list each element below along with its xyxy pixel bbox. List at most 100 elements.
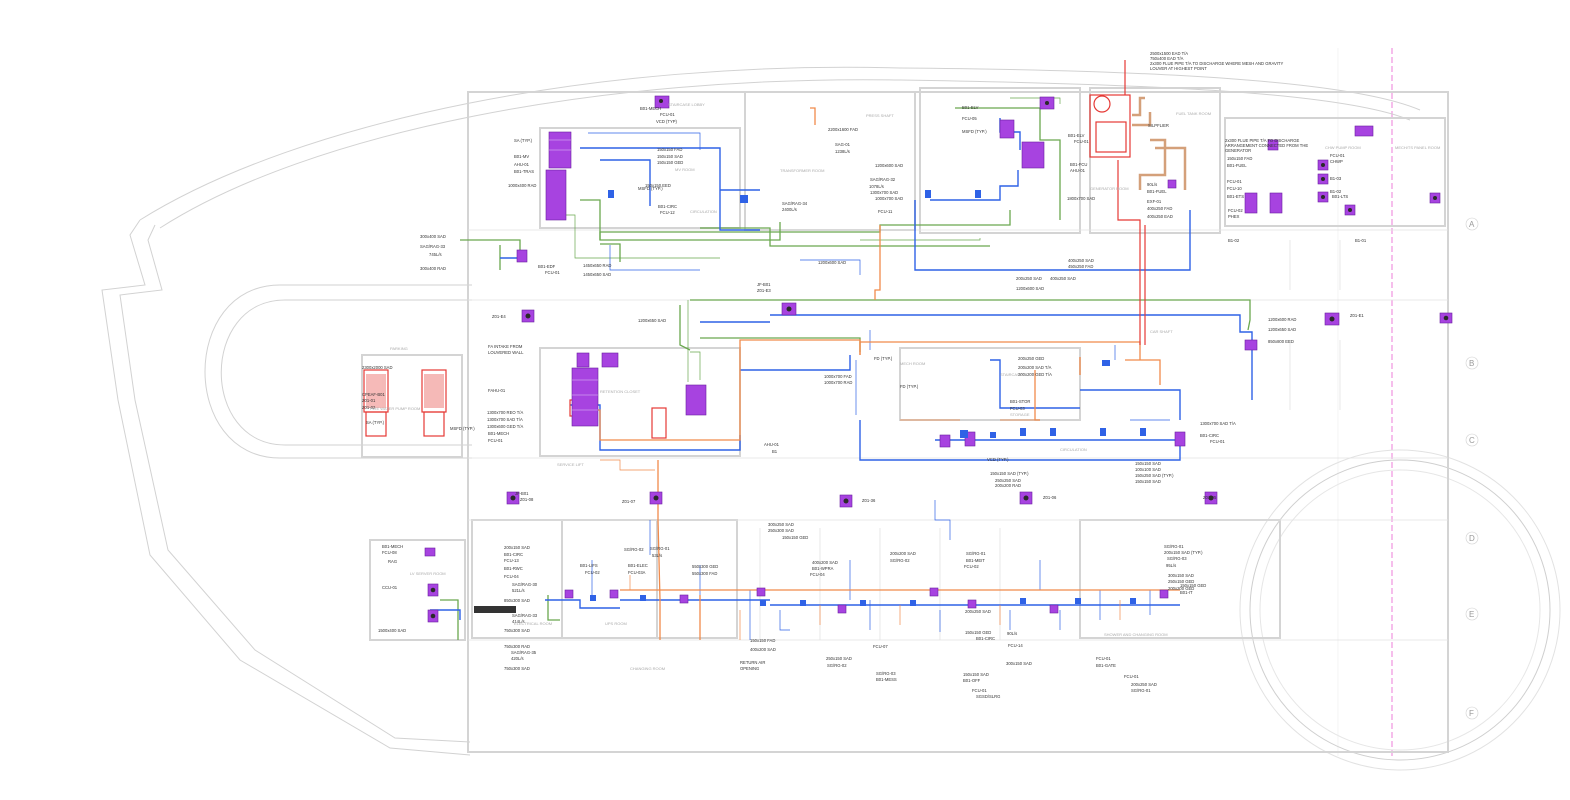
duct-label: FCU-03 <box>1010 406 1025 411</box>
duct-label: 300x150 SAD <box>1006 661 1032 666</box>
duct-label: FCU-08 <box>382 550 397 555</box>
flue-note-line: ARRANGEMENT CONNECTED FROM THE <box>1225 143 1308 148</box>
duct-label: Z01-07 <box>622 499 636 504</box>
mechanical-equipment <box>424 95 1453 623</box>
duct-label: FCU-01 <box>488 438 503 443</box>
duct-label: Z01-01 <box>362 398 376 403</box>
duct-label: B1-02 <box>1330 189 1342 194</box>
duct-label: 1200x650 SAD <box>638 318 666 323</box>
interior-partitions <box>468 229 1448 641</box>
duct-label: B01-CIRC <box>658 204 677 209</box>
duct-label: SG/RG-03 <box>1167 556 1187 561</box>
duct-label: FCU-02 <box>1228 208 1243 213</box>
equipment-hatching <box>549 139 598 411</box>
grid-bubble <box>1465 356 1479 370</box>
room-name: MECH/TS PANEL ROOM <box>1395 145 1440 150</box>
duct-label: 150x150 GED <box>965 630 991 635</box>
duct-label: B01-OFF <box>963 678 981 683</box>
grid-bubble <box>1465 217 1479 231</box>
duct-label: 250x250 SAD <box>995 478 1021 483</box>
duct-label: B01-ELV <box>1068 133 1085 138</box>
duct-label: 250x300 SAD <box>768 528 794 533</box>
duct-label: FCU-04 <box>810 572 825 577</box>
duct-label: 1450x650 SAD <box>583 272 611 277</box>
duct-label: B1-02 <box>1228 238 1240 243</box>
duct-label: FAHU-01 <box>488 388 506 393</box>
duct-label: CHWP <box>1330 159 1343 164</box>
duct-label: B01-IT <box>1180 590 1193 595</box>
duct-label: 420L/s <box>511 656 524 661</box>
grid-label: C <box>1469 436 1475 445</box>
duct-label: FCU-11 <box>878 209 893 214</box>
duct-label: 1300x700 SAD <box>870 190 898 195</box>
room-name: ELECTRICAL ROOM <box>514 621 552 626</box>
duct-label: VCD (TYP.) <box>987 457 1009 462</box>
duct-label: 400x250 FAD <box>1147 206 1172 211</box>
duct-label: 150x250 SAD (TYP.) <box>1135 473 1174 478</box>
duct-label: SAG/RAG-32 <box>870 177 896 182</box>
duct-label: SAG/RAG-35 <box>511 650 537 655</box>
duct-label: 90L/s <box>1007 631 1017 636</box>
room-name: GENERATOR ROOM <box>1090 186 1129 191</box>
duct-label: B01-EDF <box>538 264 556 269</box>
duct-label: 1000x400 RAD <box>508 183 536 188</box>
flue-note-line: LOUVER AT HIGHEST POINT <box>1150 66 1207 71</box>
duct-label: FCU-02 <box>585 570 600 575</box>
duct-label: VCD (TYP) <box>656 119 678 124</box>
duct-label: 200x250 GED <box>1018 356 1044 361</box>
duct-label: PHEX <box>1228 214 1240 219</box>
duct-label: FCU-07 <box>873 644 888 649</box>
flue-note-line: 750x400 EAD T/A <box>1150 56 1184 61</box>
duct-label: 150x150 SAD <box>963 672 989 677</box>
duct-label: FA INTAKE FROM <box>488 344 523 349</box>
grid-bubble <box>1465 706 1479 720</box>
duct-label: Z01-E3 <box>757 288 771 293</box>
duct-label: FCU-02 <box>964 564 979 569</box>
duct-label: SAG/RAG-34 <box>782 201 808 206</box>
duct-label: SAG/RAG-33 <box>420 244 446 249</box>
equipment-markers <box>430 99 1449 619</box>
duct-label: 1200x600 SAD <box>818 260 846 265</box>
duct-label: 150x150 SAD <box>1135 479 1161 484</box>
room-name: MECH ROOM <box>900 361 925 366</box>
room-name: FIRE WATER PUMP ROOM <box>370 406 420 411</box>
duct-label: 1300x700 SAD T/A <box>487 417 523 422</box>
duct-label: B01-STOR <box>1010 399 1030 404</box>
flue-note-line: GENERATOR <box>1225 148 1251 153</box>
duct-label: SG/RG-01 <box>1164 544 1184 549</box>
room-name: RETENTION CLOSET <box>600 389 641 394</box>
duct-label: FCU-01 <box>1330 153 1345 158</box>
exhaust-air-ductwork <box>580 107 1180 640</box>
duct-label: Z01-06 <box>1043 495 1057 500</box>
duct-label: B01-MECH <box>488 431 509 436</box>
duct-label: FCU-01 <box>1074 139 1089 144</box>
duct-label: B01-LIFS <box>580 563 598 568</box>
duct-label: B01-MECH <box>640 106 661 111</box>
duct-label: B01-FCU <box>1070 162 1087 167</box>
duct-label: SG/RG-02 <box>624 547 644 552</box>
duct-label: 1800x700 SAD <box>1067 196 1095 201</box>
duct-label: B01-MV <box>514 154 529 159</box>
duct-label: RAG <box>388 559 397 564</box>
duct-label: B01-GATE <box>1096 663 1116 668</box>
duct-label: AHU-01 <box>1070 168 1086 173</box>
duct-label: Z01-08 <box>520 497 534 502</box>
duct-label: EXF-01 <box>1147 199 1162 204</box>
duct-label: MSFD (TYP.) <box>638 186 663 191</box>
generator-flue <box>363 60 1146 439</box>
duct-label: 1000x700 SAD <box>875 196 903 201</box>
grid-bubble <box>1465 531 1479 545</box>
duct-label: 200x150 SAD (TYP.) <box>1164 550 1203 555</box>
return-air-ductwork-thin <box>555 97 1061 382</box>
duct-label: 150x150 FAD <box>1227 156 1252 161</box>
duct-label: 1300x600 GED T/A <box>487 424 523 429</box>
room-name: TRANSFORMER ROOM <box>780 168 824 173</box>
duct-label: Z01-02 <box>362 405 376 410</box>
room-name: CIRCULATION <box>690 209 717 214</box>
room-name: PARKING <box>390 346 408 351</box>
diffusers <box>590 190 1146 606</box>
duct-label: AHU-01 <box>514 162 530 167</box>
